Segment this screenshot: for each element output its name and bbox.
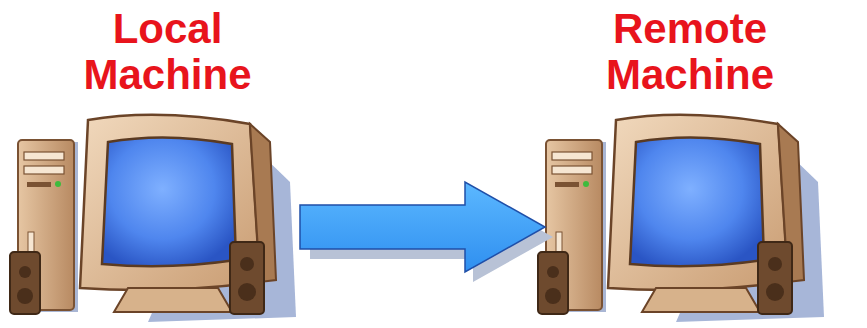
machine-label: Remote Machine [545,0,835,98]
block-arrow [300,182,545,272]
computer-node: Local Machine [35,0,300,320]
computer-icon [538,115,824,322]
computer-icon [10,115,296,322]
machine-label: Local Machine [35,0,300,98]
computer-node: Remote Machine [545,0,835,320]
